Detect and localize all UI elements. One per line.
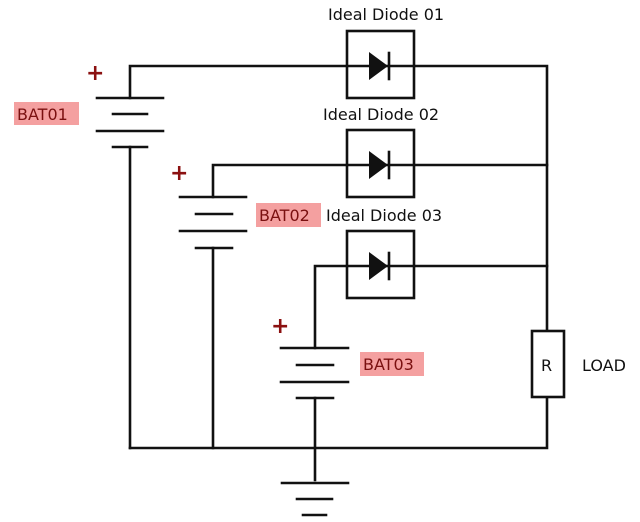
- bat02-label: BAT02: [259, 206, 310, 225]
- ideal-diode-03: Ideal Diode 03: [326, 206, 442, 300]
- bat03-label: BAT03: [363, 355, 414, 374]
- battery-bat03: + BAT03: [271, 264, 424, 482]
- diode-03-label: Ideal Diode 03: [326, 206, 442, 225]
- ideal-diode-02: Ideal Diode 02: [323, 105, 439, 199]
- load-rail: [128, 64, 549, 450]
- bat01-label: BAT01: [17, 105, 68, 124]
- diode-icon: [369, 252, 388, 280]
- plus-icon: +: [271, 314, 289, 339]
- bat02-label-bg: [256, 203, 321, 227]
- ground-icon: [280, 481, 350, 517]
- plus-icon: +: [170, 161, 188, 186]
- load-resistor: R LOAD: [530, 329, 626, 399]
- battery-bat02: + BAT02: [170, 161, 349, 450]
- ideal-diode-01: Ideal Diode 01: [328, 5, 444, 100]
- diode-icon: [369, 151, 388, 179]
- diode-02-label: Ideal Diode 02: [323, 105, 439, 124]
- load-label: LOAD: [582, 356, 626, 375]
- diode-01-label: Ideal Diode 01: [328, 5, 444, 24]
- bat03-label-bg: [360, 352, 424, 376]
- resistor-symbol: R: [541, 356, 552, 375]
- diode-icon: [369, 52, 388, 80]
- plus-icon: +: [86, 61, 104, 86]
- bat01-label-bg: [14, 102, 79, 125]
- battery-bat01: + BAT01: [14, 61, 349, 450]
